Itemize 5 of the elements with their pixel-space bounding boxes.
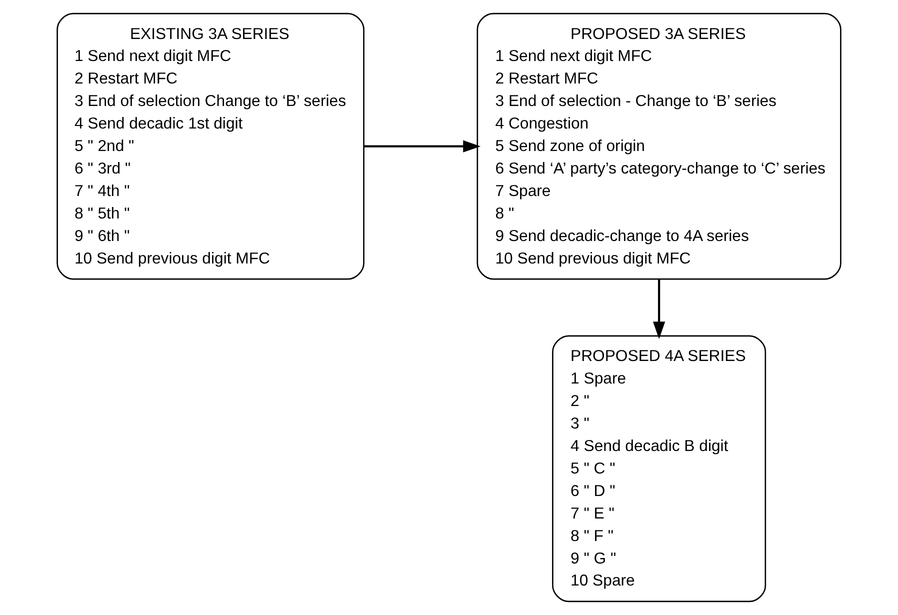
node-box: PROPOSED 4A SERIES 1 Spare 2 " 3 " 4 Send decadic B digit 5 " C " 6 " D " 7 " E " 8 " F " 9 " G " 10 Spare xyxy=(552,335,766,602)
node-box: EXISTING 3A SERIES 1 Send next digit MFC 2 Restart MFC 3 End of selection Change to ‘B’ series 4 Send decadic 1st digit 5 " 2nd " 6 " 3rd " 7 " 4th " 8 " 5th " 9 " 6th " 10 Send previous digit MFC xyxy=(56,12,364,280)
arrow xyxy=(364,140,481,152)
node-box: PROPOSED 3A SERIES 1 Send next digit MFC 2 Restart MFC 3 End of selection - Change to ‘B’ series 4 Congestion 5 Send zone of origin 6 Send ‘A’ party’s category-change to ‘C’ series 7 Spare 8 " 9 Send decadic-change to 4A series 10 Send previous digit MFC xyxy=(476,12,842,280)
arrow xyxy=(652,279,666,340)
